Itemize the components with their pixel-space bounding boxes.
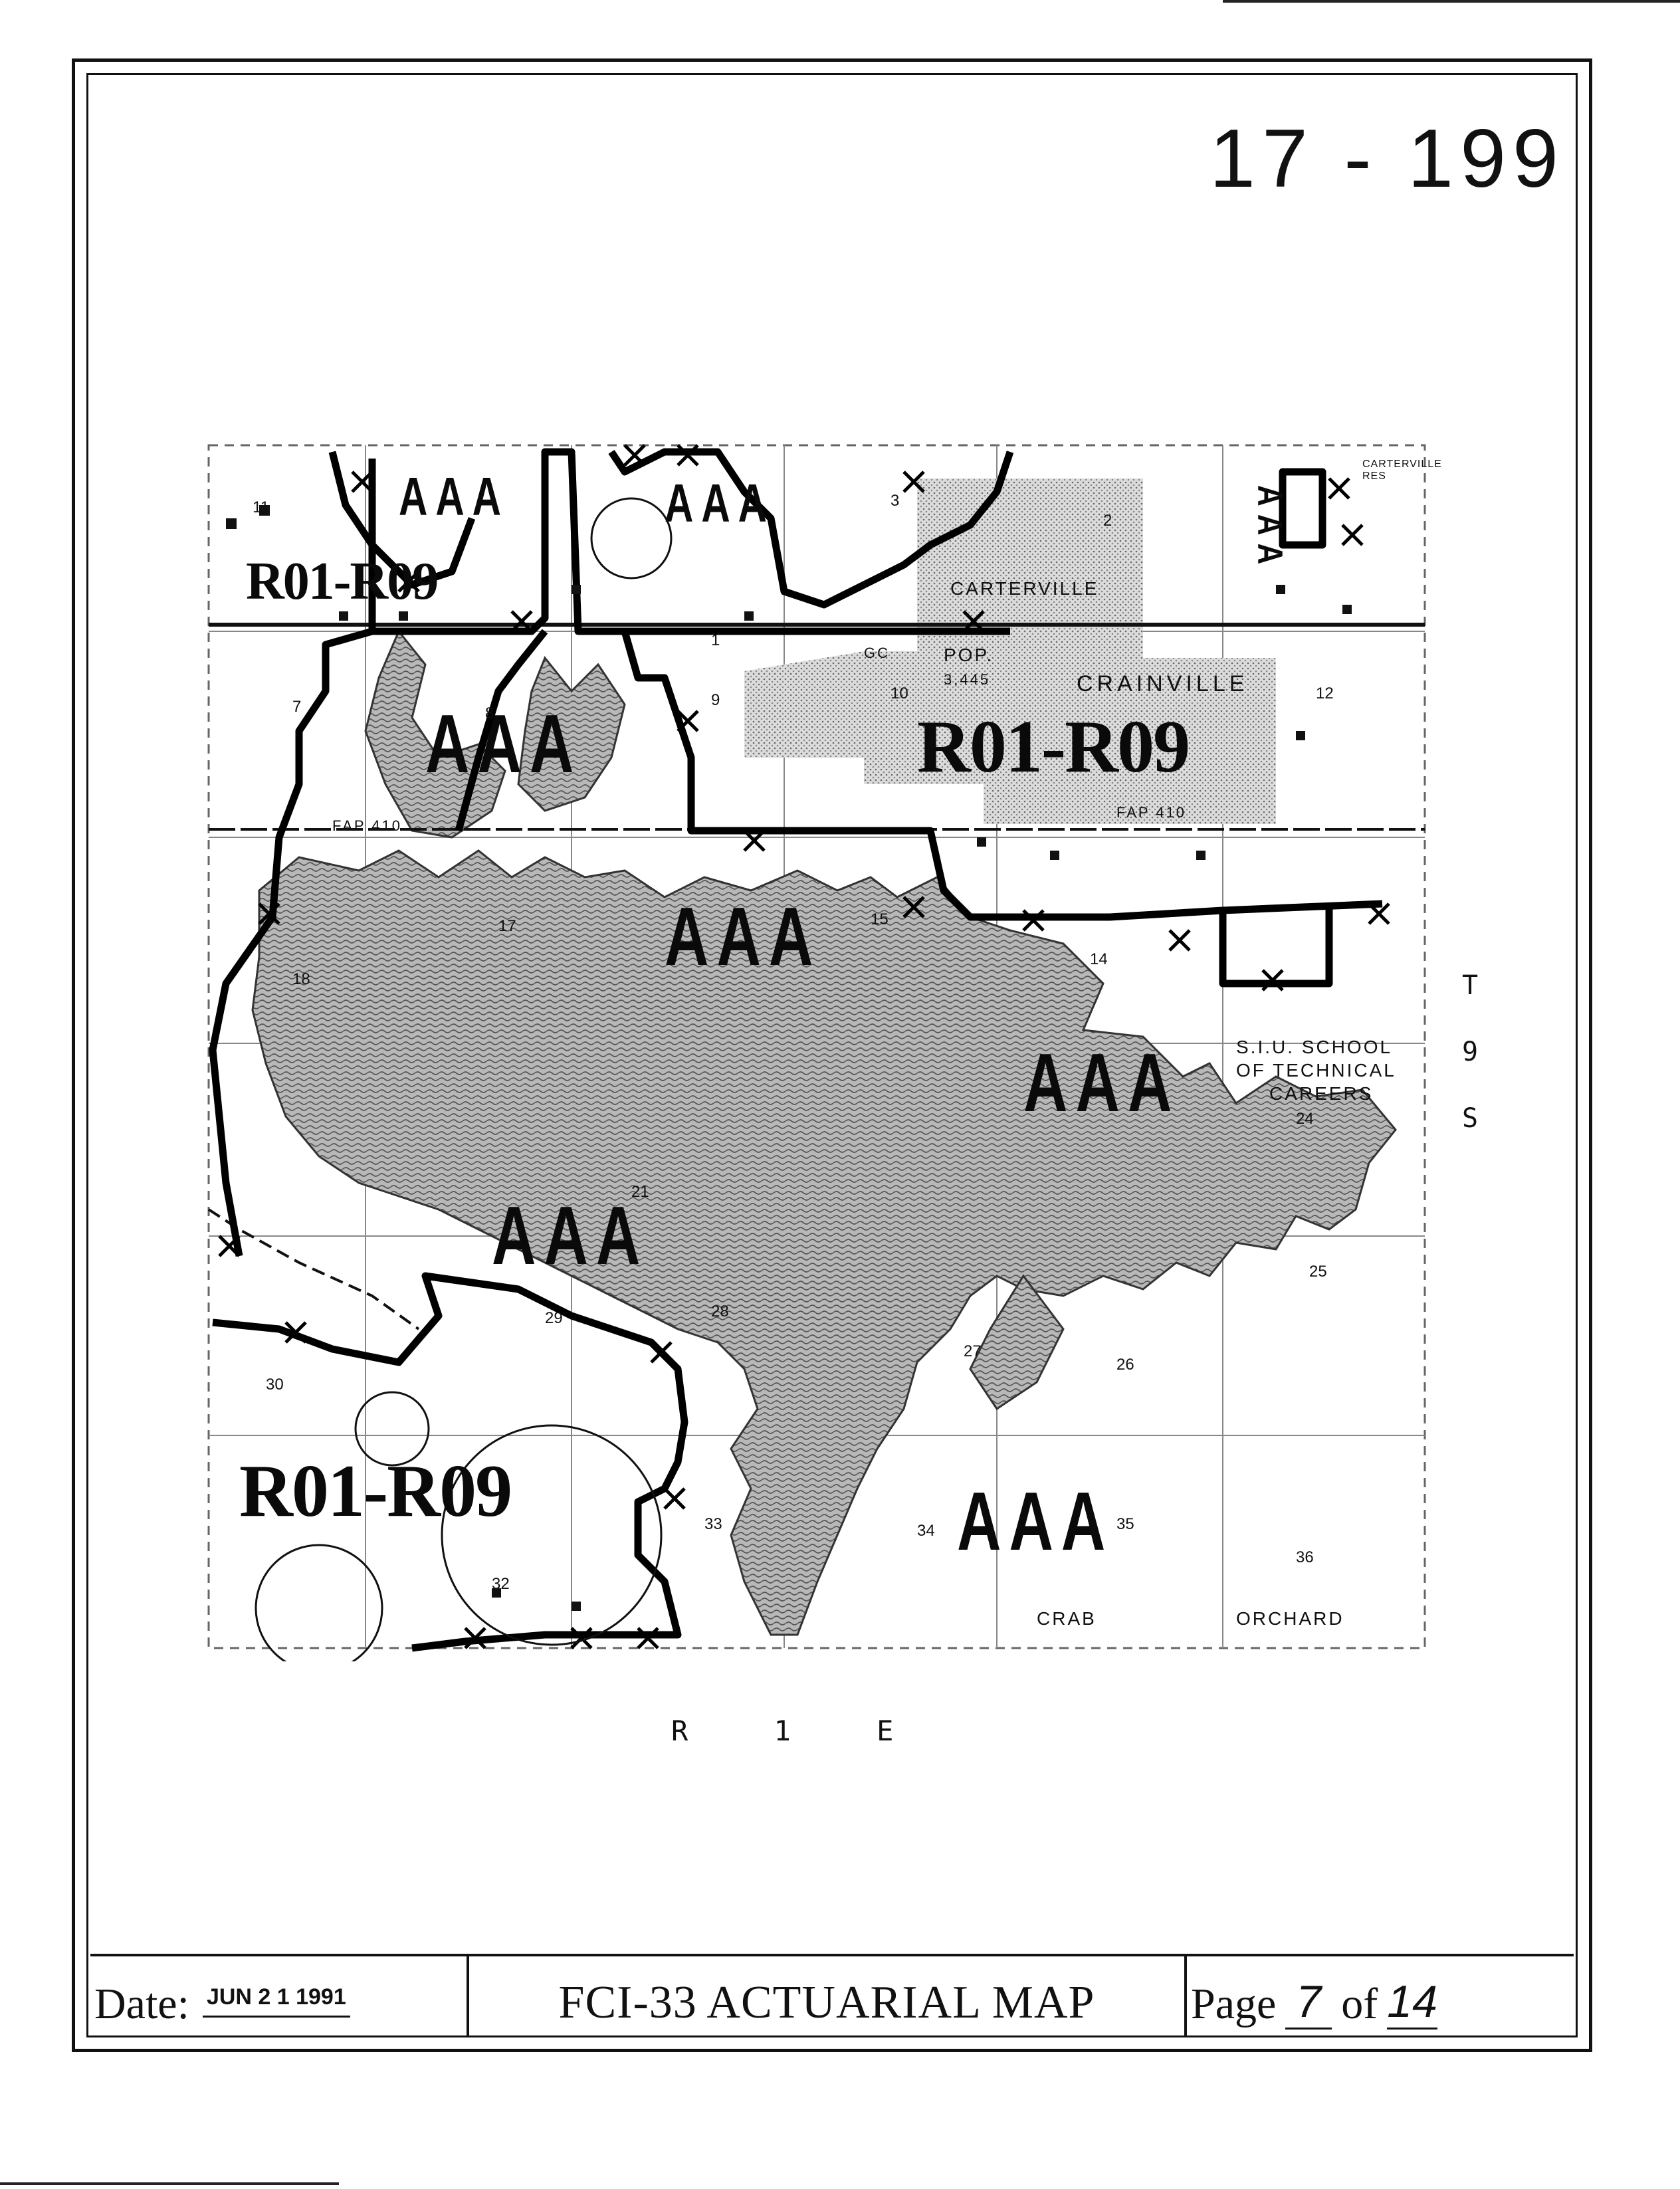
section-18: 18 bbox=[292, 970, 310, 988]
top-edge-rule bbox=[1223, 0, 1680, 3]
inner-frame bbox=[86, 73, 1578, 2037]
section-35: 35 bbox=[1116, 1515, 1134, 1533]
zone-label-r01-r09-northwest: R01-R09 bbox=[246, 552, 439, 611]
place-siu-line2: OF TECHNICAL bbox=[1236, 1060, 1396, 1081]
title-block: Date: JUN 2 1 1991 FCI-33 ACTUARIAL MAP … bbox=[90, 1954, 1574, 2036]
title-cell: FCI-33 ACTUARIAL MAP bbox=[469, 1956, 1187, 2036]
township-number: 9 bbox=[1462, 1037, 1479, 1067]
zone-label-aaa-8: AAA bbox=[957, 1476, 1114, 1568]
boundary-ne-box bbox=[1279, 468, 1326, 549]
zone-boundaries bbox=[209, 448, 1383, 1652]
carterville-town-area bbox=[744, 478, 1276, 824]
bottom-edge-rule bbox=[0, 2182, 339, 2185]
date-cell: Date: JUN 2 1 1991 bbox=[90, 1956, 469, 2036]
zone-label-aaa-7: AAA bbox=[492, 1190, 649, 1283]
place-fap-410-east: FAP 410 bbox=[1116, 804, 1186, 821]
boundary-dendritic bbox=[455, 629, 548, 832]
zone-label-aaa-1: AAA bbox=[399, 466, 509, 526]
section-1: 1 bbox=[711, 631, 720, 649]
date-label: Date: bbox=[94, 1980, 189, 2028]
place-carterville-res: CARTERVILLE RES bbox=[1362, 459, 1442, 482]
actuarial-map: R01-R09 R01-R09 R01-R09 AAA AAA AAA AAA … bbox=[199, 412, 1442, 1661]
section-7: 7 bbox=[292, 698, 302, 716]
section-33: 33 bbox=[704, 1515, 722, 1533]
zone-label-aaa-2: AAA bbox=[665, 472, 775, 533]
zone-label-aaa-5: AAA bbox=[665, 891, 821, 984]
lake-arms bbox=[364, 629, 1065, 1411]
map-boundary bbox=[207, 444, 1426, 1649]
page-label: Page bbox=[1191, 1980, 1277, 2028]
boundary-river bbox=[621, 630, 1383, 921]
section-36: 36 bbox=[1296, 1548, 1314, 1566]
boundary-carterville-north bbox=[608, 448, 1014, 609]
place-fap-410-west: FAP 410 bbox=[332, 817, 402, 834]
boundary-town-west bbox=[209, 627, 373, 1257]
section-15: 15 bbox=[871, 910, 889, 928]
section-29: 29 bbox=[545, 1309, 563, 1327]
zone-label-aaa-4: AAA bbox=[425, 698, 582, 791]
place-carterville: CARTERVILLE bbox=[950, 578, 1099, 599]
section-11: 11 bbox=[253, 498, 269, 516]
building-markers bbox=[226, 505, 1352, 1611]
section-12: 12 bbox=[1316, 684, 1334, 702]
boundary-siu bbox=[1219, 904, 1333, 988]
section-14: 14 bbox=[1090, 950, 1108, 968]
map-title: FCI-33 ACTUARIAL MAP bbox=[558, 1977, 1095, 2028]
zone-label-r01-r09-southwest: R01-R09 bbox=[239, 1450, 512, 1532]
place-crainville: CRAINVILLE bbox=[1077, 671, 1249, 696]
place-gc: GC bbox=[864, 645, 890, 661]
place-siu-line3: CAREERS bbox=[1269, 1083, 1374, 1104]
place-siu-line1: S.I.U. SCHOOL bbox=[1236, 1037, 1393, 1057]
section-2: 2 bbox=[1103, 512, 1112, 530]
place-orchard: ORCHARD bbox=[1236, 1608, 1344, 1629]
township-letter-t: T bbox=[1462, 970, 1479, 1001]
section-3: 3 bbox=[891, 492, 900, 510]
zone-label-aaa-6: AAA bbox=[1023, 1037, 1180, 1130]
page-current: 7 bbox=[1285, 1976, 1332, 2030]
page-total: 14 bbox=[1387, 1976, 1437, 2030]
section-27: 27 bbox=[964, 1342, 982, 1360]
boundary-nw-block bbox=[328, 451, 476, 589]
date-stamp: JUN 2 1 1991 bbox=[202, 1984, 350, 2018]
section-24: 24 bbox=[1296, 1110, 1314, 1128]
township-letter-s: S bbox=[1462, 1103, 1479, 1134]
page-cell: Page 7 of 14 bbox=[1187, 1956, 1574, 2036]
section-30: 30 bbox=[266, 1376, 284, 1394]
section-26: 26 bbox=[1116, 1356, 1134, 1374]
section-10: 10 bbox=[891, 684, 908, 702]
range-label: R 1 E bbox=[671, 1715, 928, 1747]
boundary-north bbox=[368, 448, 1010, 635]
outer-frame bbox=[72, 58, 1592, 2052]
document-number: 17 - 199 bbox=[1209, 113, 1566, 205]
section-28: 28 bbox=[711, 1303, 729, 1320]
zone-label-aaa-3: AAA bbox=[1250, 485, 1289, 573]
section-9: 9 bbox=[711, 691, 720, 709]
section-21: 21 bbox=[631, 1183, 649, 1201]
boundary-tick-marks bbox=[218, 444, 1390, 1649]
page-of-label: of bbox=[1341, 1980, 1378, 2028]
section-32: 32 bbox=[492, 1575, 510, 1593]
place-pop-label: POP. bbox=[944, 645, 994, 665]
place-crab: CRAB bbox=[1037, 1608, 1097, 1629]
place-pop-value: 3,445 bbox=[944, 671, 991, 688]
map-drawing bbox=[207, 444, 1426, 1661]
map-circles bbox=[255, 497, 673, 1661]
crab-orchard-lake bbox=[251, 849, 1397, 1636]
section-17: 17 bbox=[498, 917, 516, 935]
section-25: 25 bbox=[1309, 1263, 1327, 1281]
section-8: 8 bbox=[485, 704, 494, 722]
zone-label-r01-r09-center: R01-R09 bbox=[917, 706, 1190, 788]
section-34: 34 bbox=[917, 1522, 935, 1540]
